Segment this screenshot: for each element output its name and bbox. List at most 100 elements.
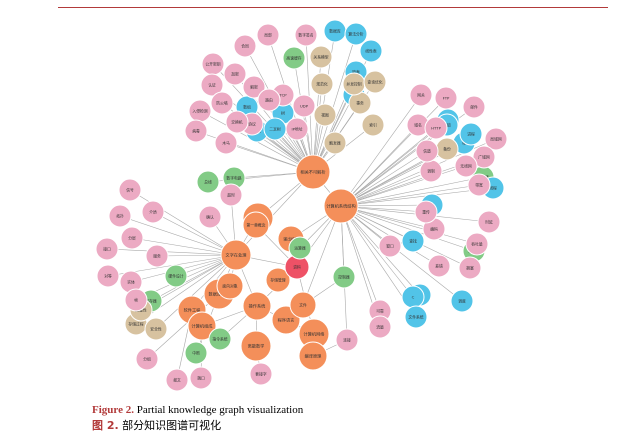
graph-node-pink: 认证 xyxy=(200,73,224,97)
node-circle xyxy=(95,237,119,261)
graph-node-pink: 分组 xyxy=(135,347,159,371)
graph-node-orange: 第一章概念 xyxy=(242,211,270,239)
node-circle xyxy=(208,327,232,351)
graph-edge xyxy=(135,254,237,325)
node-label: 吞吐量 xyxy=(471,242,483,247)
graph-node-pink: 接口 xyxy=(95,237,119,261)
node-label: 防火墙 xyxy=(216,101,228,106)
graph-node-blue: 二叉树 xyxy=(263,117,287,141)
node-circle xyxy=(462,95,486,119)
graph-node-orange: 文字在处理 xyxy=(220,239,252,271)
graph-node-pink: 窗口 xyxy=(378,234,402,258)
graph-node-tan: 规范化 xyxy=(310,72,334,96)
graph-node-orange: 计算机组成 xyxy=(187,311,217,341)
graph-node-pink: HTTP xyxy=(424,116,448,140)
graph-node-green: 指令系统 xyxy=(208,327,232,351)
graph-edge xyxy=(340,205,475,252)
node-label: 离散数学 xyxy=(248,343,265,350)
node-circle xyxy=(124,288,148,312)
node-circle xyxy=(135,347,159,371)
node-circle xyxy=(184,341,208,365)
node-label: 高速缓存 xyxy=(286,56,301,61)
graph-node-pink: 路由 xyxy=(257,88,281,112)
graph-node-pink: 信道 xyxy=(415,139,439,163)
node-label: 无线网 xyxy=(460,164,472,169)
graph-node-pink: 分层 xyxy=(120,226,144,250)
node-label: 认证 xyxy=(208,83,216,88)
node-circle xyxy=(214,131,238,155)
node-circle xyxy=(415,139,439,163)
graph-node-green: 控制器 xyxy=(332,265,356,289)
node-circle xyxy=(323,131,347,155)
graph-node-pink: 解密 xyxy=(242,75,266,99)
node-label: 计算机网络 xyxy=(304,331,326,338)
graph-node-green: 数字电路 xyxy=(222,166,246,190)
node-circle xyxy=(118,178,142,202)
node-label: 运算器 xyxy=(294,246,306,251)
graph-node-pink: 防火墙 xyxy=(210,91,234,115)
node-circle xyxy=(216,272,244,300)
graph-node-pink: 拥塞 xyxy=(458,256,482,280)
graph-edge xyxy=(340,124,448,207)
graph-node-pink: 报文 xyxy=(165,368,189,392)
graph-node-pink: 确认 xyxy=(198,205,222,229)
node-label: 连接 xyxy=(343,338,351,343)
node-label: 介质 xyxy=(149,210,157,215)
node-circle xyxy=(450,289,474,313)
graph-node-tan: 索引 xyxy=(361,113,385,137)
node-circle xyxy=(141,200,165,224)
node-circle xyxy=(242,291,272,321)
node-label: 差错 xyxy=(435,264,443,269)
graph-edge xyxy=(155,254,237,330)
node-circle xyxy=(458,256,482,280)
graph-node-pink: 帧 xyxy=(124,288,148,312)
knowledge-graph: 相关不可解析计算机系统结构文字在处理操作系统程序语言计算机网络数据结构输出机制文… xyxy=(95,19,508,392)
graph-edge xyxy=(340,165,467,207)
graph-nodes: 相关不可解析计算机系统结构文字在处理操作系统程序语言计算机网络数据结构输出机制文… xyxy=(95,19,508,392)
node-label: 软件工程 xyxy=(184,307,202,314)
node-circle xyxy=(210,91,234,115)
graph-node-pink: 木马 xyxy=(214,131,238,155)
graph-node-pink: 加密 xyxy=(223,62,247,86)
graph-edge xyxy=(150,254,237,302)
node-label: 查找 xyxy=(409,239,417,244)
node-label: 资料 xyxy=(293,265,301,270)
node-label: 硬件设计 xyxy=(168,274,183,279)
node-label: 分组 xyxy=(143,357,151,362)
node-circle xyxy=(401,229,425,253)
node-label: 合同 xyxy=(241,44,249,49)
node-circle xyxy=(282,46,306,70)
node-label: 木马 xyxy=(222,141,230,146)
figure-caption-text-zh: 部分知识图谱可视化 xyxy=(122,419,222,432)
node-label: 报文 xyxy=(173,378,181,383)
node-circle xyxy=(459,122,483,146)
node-label: 协议 xyxy=(248,122,256,127)
node-label: 网关 xyxy=(417,93,425,98)
node-circle xyxy=(309,45,333,69)
node-circle xyxy=(295,154,331,190)
node-circle xyxy=(344,22,368,46)
node-label: 备份 xyxy=(443,147,451,152)
node-circle xyxy=(378,234,402,258)
node-label: 公开密钥 xyxy=(205,62,220,67)
node-label: 时延 xyxy=(485,220,493,225)
node-label: 重传 xyxy=(422,210,430,215)
node-label: 数据库 xyxy=(329,29,341,34)
graph-node-pink: FTP xyxy=(434,86,458,110)
node-circle xyxy=(288,236,312,260)
node-circle xyxy=(198,205,222,229)
node-circle xyxy=(223,62,247,86)
node-circle xyxy=(427,254,451,278)
header-rule xyxy=(58,7,608,8)
node-label: 分层 xyxy=(128,236,136,241)
graph-node-pink: 差错 xyxy=(427,254,451,278)
graph-node-pink: 流量 xyxy=(368,315,392,339)
graph-node-pink: 网关 xyxy=(409,83,433,107)
node-circle xyxy=(467,173,491,197)
graph-node-pink: 吞吐量 xyxy=(465,232,489,256)
graph-node-pink: 合同 xyxy=(233,34,257,58)
node-label: 数组 xyxy=(243,105,251,110)
graph-edge xyxy=(129,189,237,256)
node-circle xyxy=(285,117,309,141)
node-circle xyxy=(240,330,272,362)
